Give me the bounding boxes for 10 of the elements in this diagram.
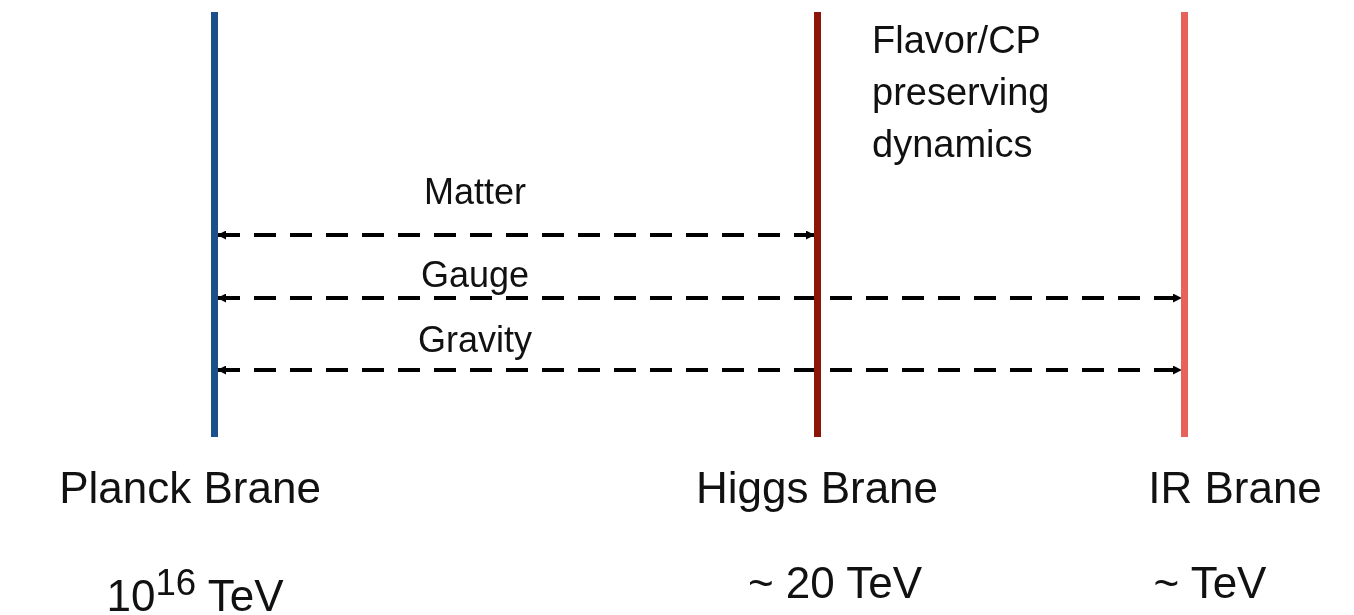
brane-name: IR Brane (1148, 463, 1322, 513)
double-arrow (217, 365, 1182, 375)
energy-scale: ~ TeV (1153, 558, 1267, 608)
double-arrow (217, 230, 815, 240)
double-arrow (217, 293, 1182, 303)
brane-name: Higgs Brane (695, 463, 939, 513)
energy-scale: ~ 20 TeV (747, 558, 923, 608)
brane-name: Planck Brane (59, 463, 321, 513)
energy-scale: 10$^{16}$ TeV (106, 561, 284, 615)
annotation: Flavor/CP preserving dynamics (872, 18, 1051, 167)
